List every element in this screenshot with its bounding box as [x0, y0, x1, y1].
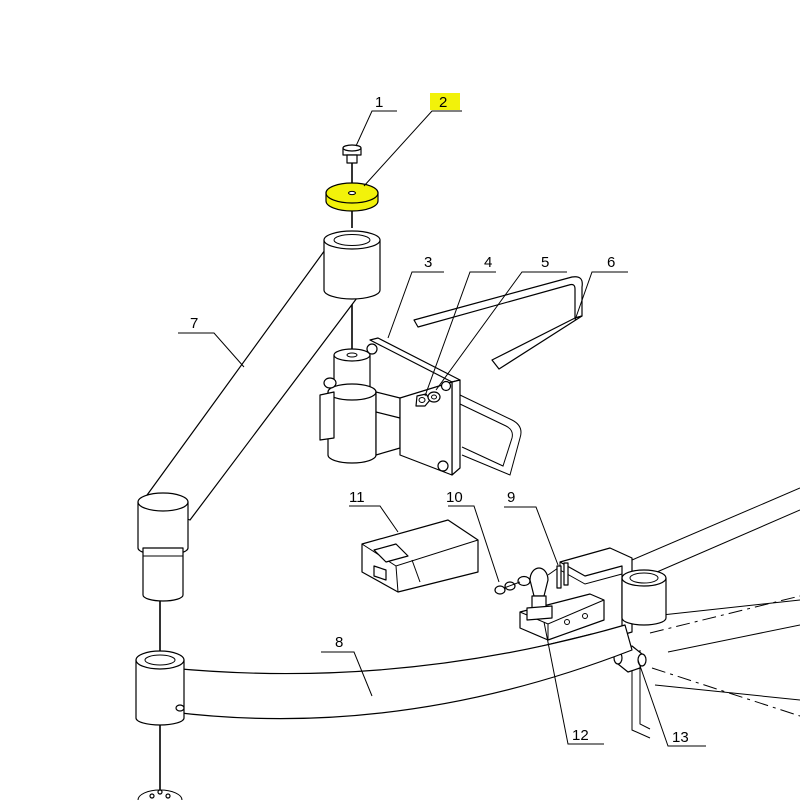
- actuator-motor: [319, 348, 401, 464]
- callout-7-label: 7: [190, 315, 198, 332]
- callout-3-label: 3: [424, 254, 432, 271]
- callout-labels: 1 2 3 4 5 6 7 8 9 10 11 12 13: [190, 94, 689, 746]
- part-4-nut: [415, 393, 431, 407]
- part-7-upper-arm: [137, 230, 381, 602]
- callout-6-label: 6: [607, 254, 615, 271]
- part-1-bolt: [342, 144, 362, 164]
- callout-8-label: 8: [335, 634, 343, 651]
- part-3-mounting-plate: [366, 337, 461, 476]
- callout-5-label: 5: [541, 254, 549, 271]
- callout-1-label: 1: [375, 94, 383, 111]
- part-8-lower-arm: [135, 624, 633, 726]
- part-2-washer: [325, 182, 379, 212]
- part-6-u-bolt: [413, 276, 583, 476]
- callout-12-label: 12: [572, 727, 589, 744]
- callout-13-label: 13: [672, 729, 689, 746]
- callout-2-highlight: [430, 93, 460, 110]
- frame-rail: [621, 487, 800, 739]
- base-plate: [137, 789, 183, 800]
- callout-2-label: 2: [439, 94, 447, 111]
- callout-9-label: 9: [507, 489, 515, 506]
- callout-4-label: 4: [484, 254, 492, 271]
- callout-leaders: [178, 110, 706, 747]
- callout-11-label: 11: [349, 489, 365, 506]
- part-5-washer: [427, 391, 441, 403]
- part-11-cover-block: [361, 519, 479, 593]
- callout-10-label: 10: [446, 489, 463, 506]
- part-10-fittings: [494, 575, 531, 595]
